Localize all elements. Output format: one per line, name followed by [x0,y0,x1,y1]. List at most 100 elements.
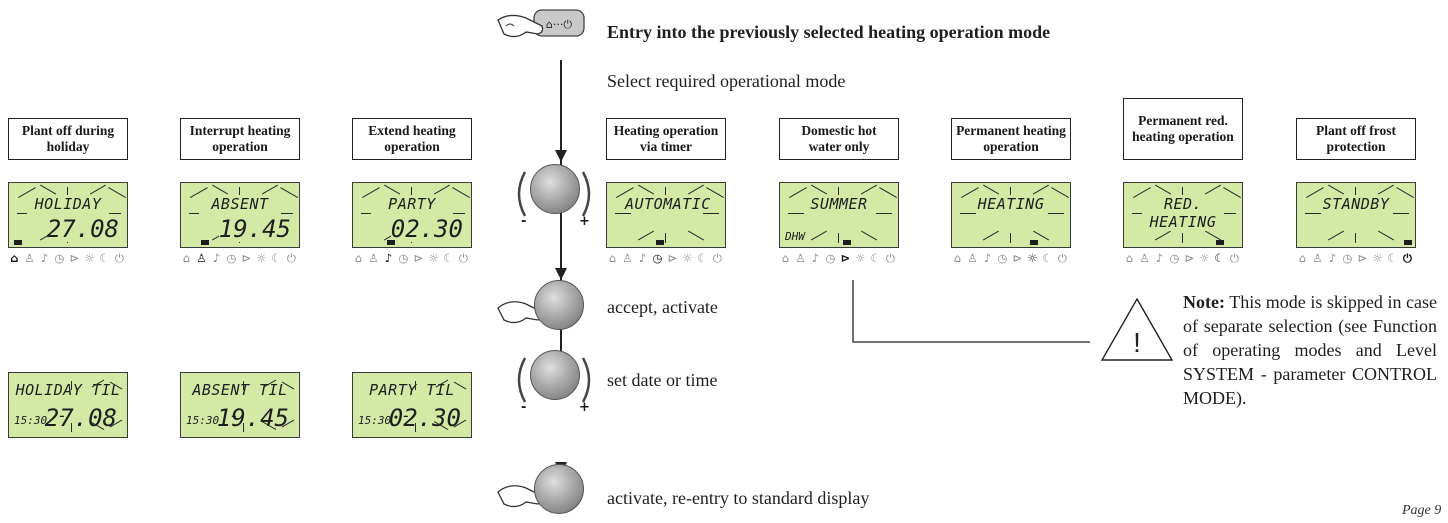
lcd-blink-ray [810,184,828,195]
lcd-blink-ray [665,187,667,197]
lcd-display: ABSENT TIL19.45 [180,182,300,248]
person-icon: ♙ [196,251,207,265]
lcd-blink-ray [452,187,470,199]
moon-icon: ☾ [443,251,454,265]
person-icon: ♙ [622,251,633,265]
step-activate-caption: activate, re-entry to standard display [607,488,870,508]
lcd-blink-ray [1305,213,1321,215]
lcd-blink-ray [67,187,69,197]
lcd-blink-ray [1182,187,1184,197]
lcd-blink-ray [415,423,417,432]
suitcase-icon: ⌂ [182,251,191,265]
knob-press-activate[interactable] [496,462,596,518]
sun-icon: ☼ [428,251,439,265]
note-bold: Note: [1183,292,1225,312]
lcd-mode-text: STANDBY [1315,195,1397,213]
lcd-blink-ray [615,213,631,215]
lcd-blink-ray [411,187,413,197]
moon-icon: ☾ [1387,251,1398,265]
power-icon: ⏻ [1229,251,1240,265]
sun-icon: ☼ [1027,251,1038,265]
lcd-blink-ray [879,187,897,199]
mode-label-box: Heating operation via timer [606,118,726,160]
lcd-dash: - [401,406,411,425]
lcd-small-text: DHW [785,230,805,243]
suitcase-icon: ⌂ [1298,251,1307,265]
lcd-mode-marker [655,240,664,245]
tap-icon: ⊳ [1357,251,1368,265]
minus-sign: - [521,214,527,229]
clock-icon: ◷ [997,251,1008,265]
mode-label-box: Plant off during holiday [8,118,128,160]
lcd-value-blinking: 02.30 [388,404,461,432]
party-glass-icon: ♪ [1155,251,1164,265]
lcd-blink-ray [449,213,465,215]
lcd-blink-ray [838,187,840,197]
lcd-blink-ray [1223,187,1241,199]
lcd-blink-ray [1154,230,1172,241]
mode-icons-row: ⌂♙♪◷⊳☼☾⏻ [179,251,299,267]
moon-icon: ☾ [697,251,708,265]
lcd-value: 02.30 [390,215,463,243]
lcd-blink-ray [189,213,205,215]
lcd-blink-ray [243,423,245,432]
lcd-mode-text: PARTY TIL [369,381,455,399]
hand-press-button-icon[interactable]: ⌂···⏻ [496,2,596,50]
suitcase-icon: ⌂ [953,251,962,265]
lcd-blink-ray [1204,184,1222,195]
lcd-blink-ray [89,184,107,195]
lcd-blink-ray [1051,187,1069,199]
party-glass-icon: ♪ [1328,251,1337,265]
lcd-dash: - [57,406,67,425]
power-icon: ⏻ [712,251,723,265]
lcd-mode-text: AUTOMATIC [625,195,711,213]
rotary-knob-select[interactable]: - + [517,152,591,236]
clock-icon: ◷ [1342,251,1353,265]
power-icon: ⏻ [114,251,125,265]
lcd-blink-ray [415,381,417,390]
lcd-blink-ray [211,184,229,195]
lcd-set-display: PARTY TIL 15:30-02.30 [352,372,472,438]
moon-icon: ☾ [271,251,282,265]
lcd-blink-ray [982,184,1000,195]
lcd-blink-ray [810,230,828,241]
svg-text:⌂···⏻: ⌂···⏻ [546,18,572,31]
lcd-blink-ray [860,184,878,195]
lcd-blink-ray [17,213,33,215]
rotary-knob-set[interactable]: - + [517,338,591,422]
lcd-blink-ray [1355,233,1357,243]
page-title: Entry into the previously selected heati… [607,22,1051,42]
power-icon: ⏻ [885,251,896,265]
lcd-blink-ray [687,184,705,195]
clock-icon: ◷ [398,251,409,265]
person-icon: ♙ [1312,251,1323,265]
mode-label-box: Domestic hot water only [779,118,899,160]
person-icon: ♙ [795,251,806,265]
mode-label-box: Interrupt heating operation [180,118,300,160]
lcd-display: RED. HEATING [1123,182,1243,248]
lcd-blink-ray [838,233,840,243]
lcd-mode-text: ABSENT TIL [192,381,288,399]
lcd-blink-ray [239,187,241,197]
lcd-blink-ray [876,213,892,215]
lcd-mode-marker [1216,240,1224,245]
party-glass-icon: ♪ [212,251,221,265]
lcd-display: PARTY TIL02.30 [352,182,472,248]
knob-press-accept[interactable] [496,278,596,334]
lcd-time: 15:30 [186,414,220,427]
lcd-mode-marker [1403,240,1412,245]
plus-sign: + [579,400,590,415]
lcd-blink-ray [280,187,298,199]
lcd-blink-ray [1327,230,1345,241]
mode-icons-row: ⌂♙♪◷⊳☼☾⏻ [1122,251,1242,267]
lcd-blink-ray [1182,233,1184,243]
lcd-display: HOLIDAY TIL27.08 [8,182,128,248]
lcd-time: 15:30 [358,414,392,427]
tap-icon: ⊳ [241,251,252,265]
note-text: Note: This mode is skipped in case of se… [1183,290,1437,410]
moon-icon: ☾ [1042,251,1053,265]
mode-icons-row: ⌂♙♪◷⊳☼☾⏻ [7,251,127,267]
mode-icons-row: ⌂♙♪◷⊳☼☾⏻ [950,251,1070,267]
moon-icon: ☾ [99,251,110,265]
